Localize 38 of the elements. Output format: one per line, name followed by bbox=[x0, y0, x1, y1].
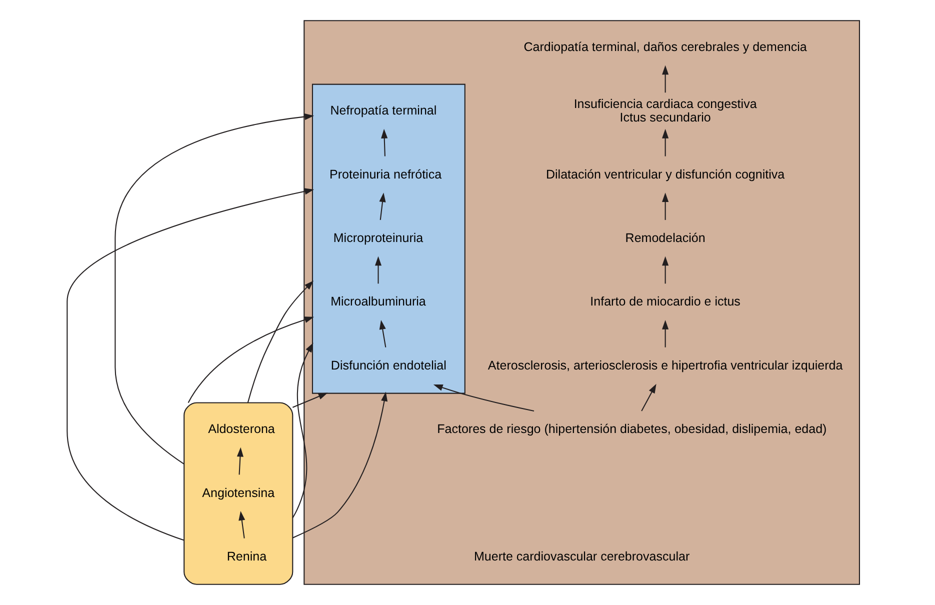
arrow bbox=[247, 280, 314, 403]
arrow bbox=[662, 65, 669, 93]
arrow bbox=[374, 256, 382, 284]
arrow bbox=[662, 320, 669, 348]
node-text: Infarto de miocardio e ictus bbox=[590, 294, 740, 309]
arrow bbox=[236, 447, 244, 475]
node-text: Muerte cardiovascular cerebrovascular bbox=[474, 549, 690, 564]
arrow bbox=[292, 392, 388, 538]
arrow bbox=[379, 192, 386, 220]
node-text: Insuficiencia cardiaca congestiva Ictus secundario bbox=[574, 96, 757, 124]
arrow bbox=[292, 392, 328, 408]
node-text: Cardiopatía terminal, daños cerebrales y demencia bbox=[524, 40, 807, 54]
arrow bbox=[238, 510, 246, 538]
node-text: Microalbuminuria bbox=[330, 294, 426, 309]
arrow bbox=[114, 113, 314, 464]
cluster bbox=[312, 84, 466, 394]
node-text: Microproteinuria bbox=[333, 231, 424, 246]
arrow bbox=[292, 342, 314, 518]
arrow bbox=[433, 384, 534, 412]
arrow bbox=[66, 188, 314, 541]
node-text: Nefropatía terminal bbox=[330, 104, 437, 118]
node-text: Dilatación ventricular y disfunción cognitiva bbox=[546, 167, 785, 182]
node-text: Aterosclerosis, arteriosclerosis e hipertrofia ventricular izquierda bbox=[488, 358, 843, 372]
node-text: Proteinuria nefrótica bbox=[330, 167, 442, 182]
cluster bbox=[184, 402, 294, 585]
arrow bbox=[641, 384, 656, 412]
arrow bbox=[662, 128, 669, 156]
node-text: Factores de riesgo (hipertensión diabetes, obesidad, dislipemia, edad) bbox=[437, 422, 827, 436]
node-text: Disfunción endotelial bbox=[330, 358, 446, 372]
node-text: Remodelación bbox=[625, 231, 706, 246]
arrow bbox=[381, 128, 388, 156]
arrow bbox=[188, 316, 314, 403]
arrow bbox=[379, 320, 386, 348]
arrow bbox=[662, 256, 669, 284]
arrow bbox=[662, 192, 669, 220]
node-text: Angiotensina bbox=[202, 486, 275, 500]
node-text: Renina bbox=[226, 549, 267, 564]
node-text: Aldosterona bbox=[208, 422, 275, 436]
